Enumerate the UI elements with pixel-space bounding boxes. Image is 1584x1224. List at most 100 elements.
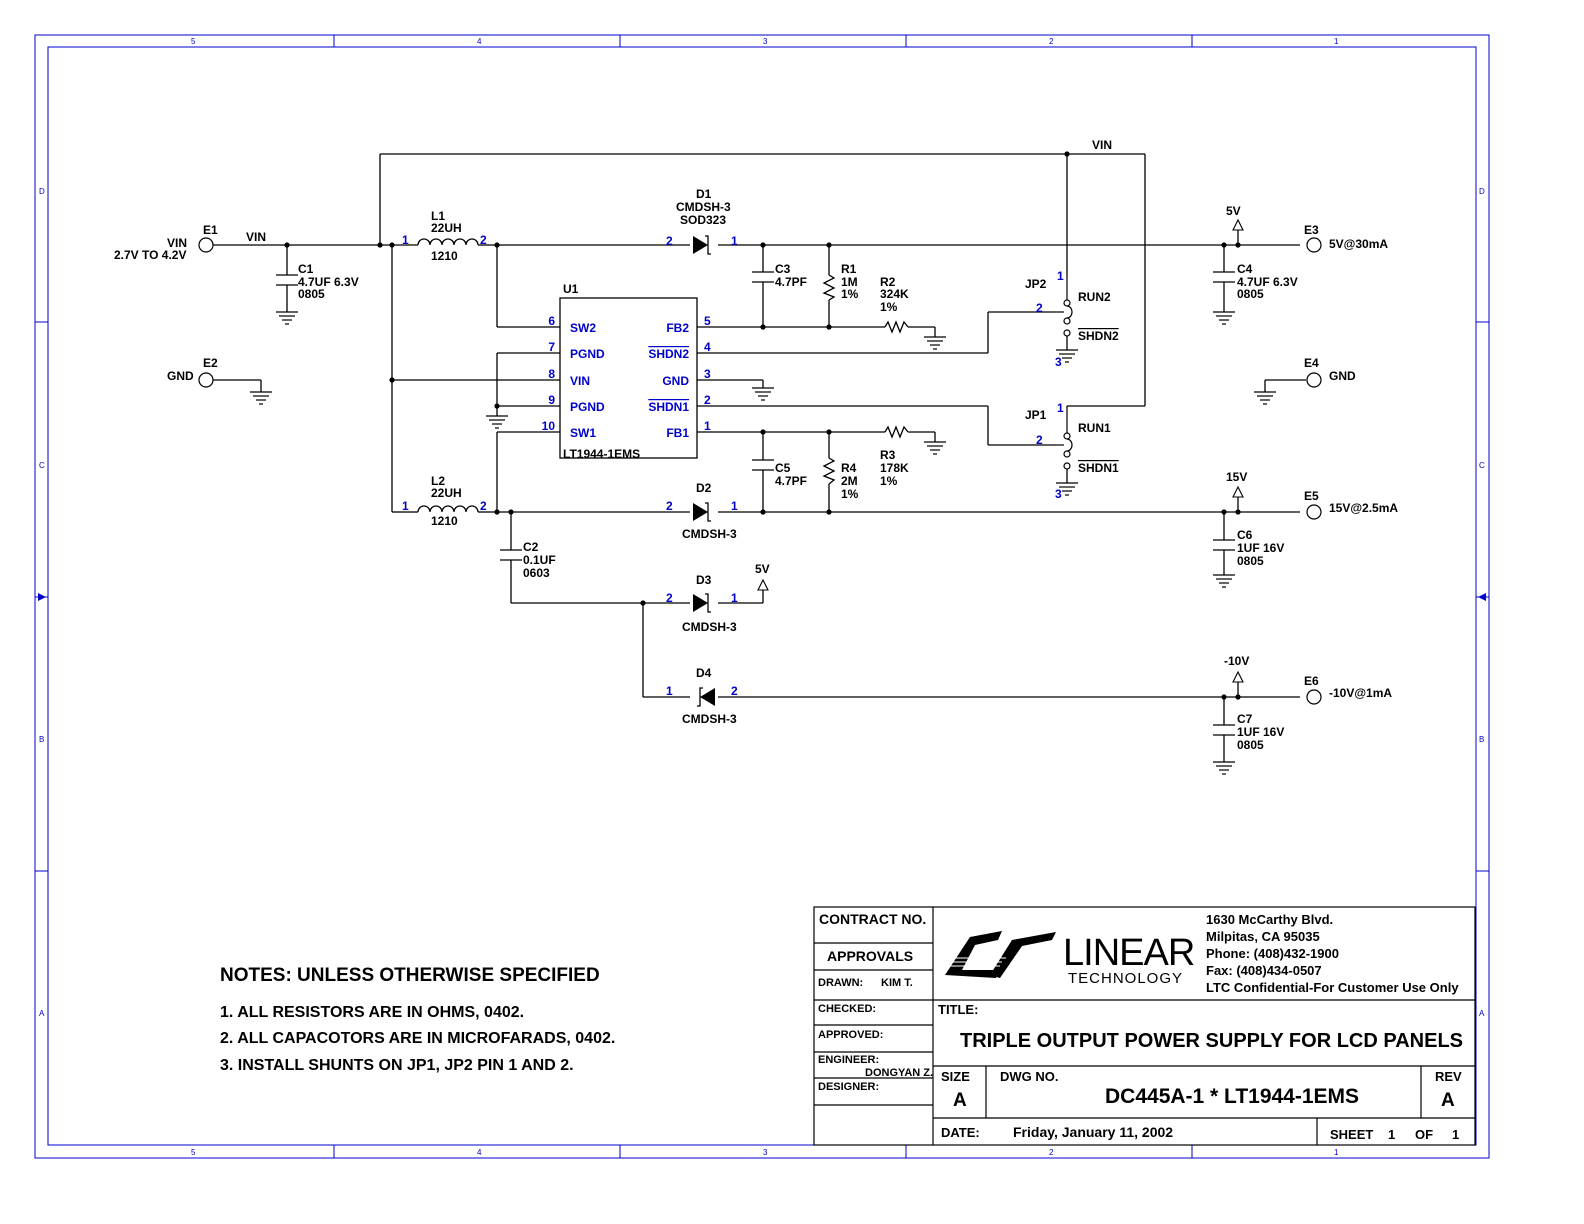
approvals-label: APPROVALS: [827, 948, 913, 964]
u1-pin-num: 7: [548, 340, 555, 354]
capacitor-c1-icon: [276, 274, 298, 286]
drawing-title: TRIPLE OUTPUT POWER SUPPLY FOR LCD PANEL…: [960, 1030, 1463, 1052]
phone-line: Phone: (408)432-1900: [1206, 946, 1339, 961]
row-label: D: [1479, 187, 1485, 196]
u1-pin-name: SHDN2: [648, 347, 689, 361]
c4-package: 0805: [1237, 287, 1264, 301]
u1-pin-name: SHDN1: [648, 400, 689, 414]
dwg-no-value: DC445A-1 * LT1944-1EMS: [1105, 1085, 1359, 1108]
r1-value: 1M: [841, 275, 858, 289]
company-sub: TECHNOLOGY: [1068, 970, 1183, 987]
jp2-shdn-label: SHDN2: [1078, 329, 1119, 343]
r3-ref: R3: [880, 448, 896, 462]
d3-part: CMDSH-3: [682, 620, 737, 634]
net-label-vin-top: VIN: [1092, 138, 1112, 152]
terminal-e4-ref: E4: [1304, 356, 1319, 370]
row-label: B: [39, 735, 44, 744]
row-label: B: [1479, 735, 1484, 744]
checked-label: CHECKED:: [818, 1003, 876, 1015]
inductor-l1-icon: [400, 238, 490, 246]
d4-pin1: 1: [666, 684, 673, 698]
row-label: A: [39, 1009, 45, 1018]
r2-ref: R2: [880, 275, 896, 289]
terminal-e1-label: VIN: [167, 236, 187, 250]
confidential-line: LTC Confidential-For Customer Use Only: [1206, 980, 1459, 995]
date-value: Friday, January 11, 2002: [1013, 1124, 1173, 1140]
r2-value: 324K: [880, 287, 909, 301]
d4-pin2: 2: [731, 684, 738, 698]
c6-package: 0805: [1237, 554, 1264, 568]
u1-pin-name: SW2: [570, 321, 596, 335]
jp1-run-label: RUN1: [1078, 421, 1111, 435]
ground-icon: [924, 441, 946, 455]
capacitor-c3-icon: [752, 271, 774, 283]
d3-ref: D3: [696, 573, 712, 587]
net-label-neg10v: -10V: [1224, 654, 1249, 668]
l2-value: 22UH: [431, 486, 462, 500]
ground-icon: [1056, 482, 1078, 496]
fax-line: Fax: (408)434-0507: [1206, 963, 1322, 978]
terminal-e5-ref: E5: [1304, 489, 1319, 503]
diode-d1-icon: [693, 235, 711, 255]
drawing-frame: [34, 34, 1490, 1159]
terminal-e6: [1306, 689, 1322, 705]
r4-value: 2M: [841, 474, 858, 488]
u1-ref: U1: [563, 282, 579, 296]
terminal-e4-label: GND: [1329, 369, 1356, 383]
u1-pin-name: GND: [662, 374, 689, 388]
power-arrow-icon: [757, 578, 769, 591]
jp2-pin1: 1: [1057, 269, 1064, 283]
resistor-r1-icon: [822, 274, 836, 301]
terminal-e3: [1306, 237, 1322, 253]
d3-pin1: 1: [731, 591, 738, 605]
r3-tolerance: 1%: [880, 474, 898, 488]
c7-ref: C7: [1237, 712, 1253, 726]
c4-ref: C4: [1237, 262, 1253, 276]
r1-tolerance: 1%: [841, 287, 859, 301]
frame-row-labels-right: D C B A: [1479, 187, 1485, 1018]
capacitor-c4-icon: [1213, 271, 1235, 283]
col-label: 4: [477, 37, 482, 46]
company-name: LINEAR: [1063, 932, 1194, 974]
jp1-pin2: 2: [1036, 433, 1043, 447]
u1-pin-name: FB1: [666, 426, 689, 440]
col-label: 3: [763, 37, 768, 46]
row-label: C: [1479, 461, 1485, 470]
ic-u1: [559, 297, 698, 459]
junctions: [284, 151, 1241, 700]
note-item: 1. ALL RESISTORS ARE IN OHMS, 0402.: [220, 1004, 524, 1021]
r4-tolerance: 1%: [841, 487, 859, 501]
c3-value: 4.7PF: [775, 275, 807, 289]
col-label: 3: [763, 1148, 768, 1157]
jp2-pin3: 3: [1055, 355, 1062, 369]
l2-ref: L2: [431, 474, 445, 488]
c1-value: 4.7UF 6.3V: [298, 275, 359, 289]
l1-pin1: 1: [402, 233, 409, 247]
jp1-pin1: 1: [1057, 401, 1064, 415]
r1-ref: R1: [841, 262, 857, 276]
jumper-jp1-icon: [1055, 408, 1073, 470]
r3-value: 178K: [880, 461, 909, 475]
c2-package: 0603: [523, 566, 550, 580]
u1-pin-num: 6: [548, 314, 555, 328]
c1-ref: C1: [298, 262, 314, 276]
col-label: 2: [1049, 1148, 1054, 1157]
d1-ref: D1: [696, 187, 712, 201]
capacitor-c6-icon: [1213, 539, 1235, 551]
ground-icon: [486, 415, 508, 429]
l1-pin2: 2: [480, 233, 487, 247]
col-label: 2: [1049, 37, 1054, 46]
of-label: OF: [1415, 1127, 1433, 1142]
title-label: TITLE:: [938, 1002, 978, 1017]
d4-part: CMDSH-3: [682, 712, 737, 726]
contract-no-label: CONTRACT NO.: [819, 911, 926, 927]
jp1-shdn-label: SHDN1: [1078, 461, 1119, 475]
d2-pin1: 1: [731, 499, 738, 513]
u1-pin-name: SW1: [570, 426, 596, 440]
terminal-e3-label: 5V@30mA: [1329, 237, 1388, 251]
ground-icon: [1254, 391, 1276, 405]
c7-package: 0805: [1237, 738, 1264, 752]
of-value: 1: [1452, 1127, 1459, 1142]
rev-label: REV: [1435, 1069, 1462, 1084]
frame-column-labels-bottom: 5 4 3 2 1: [191, 1148, 1339, 1157]
